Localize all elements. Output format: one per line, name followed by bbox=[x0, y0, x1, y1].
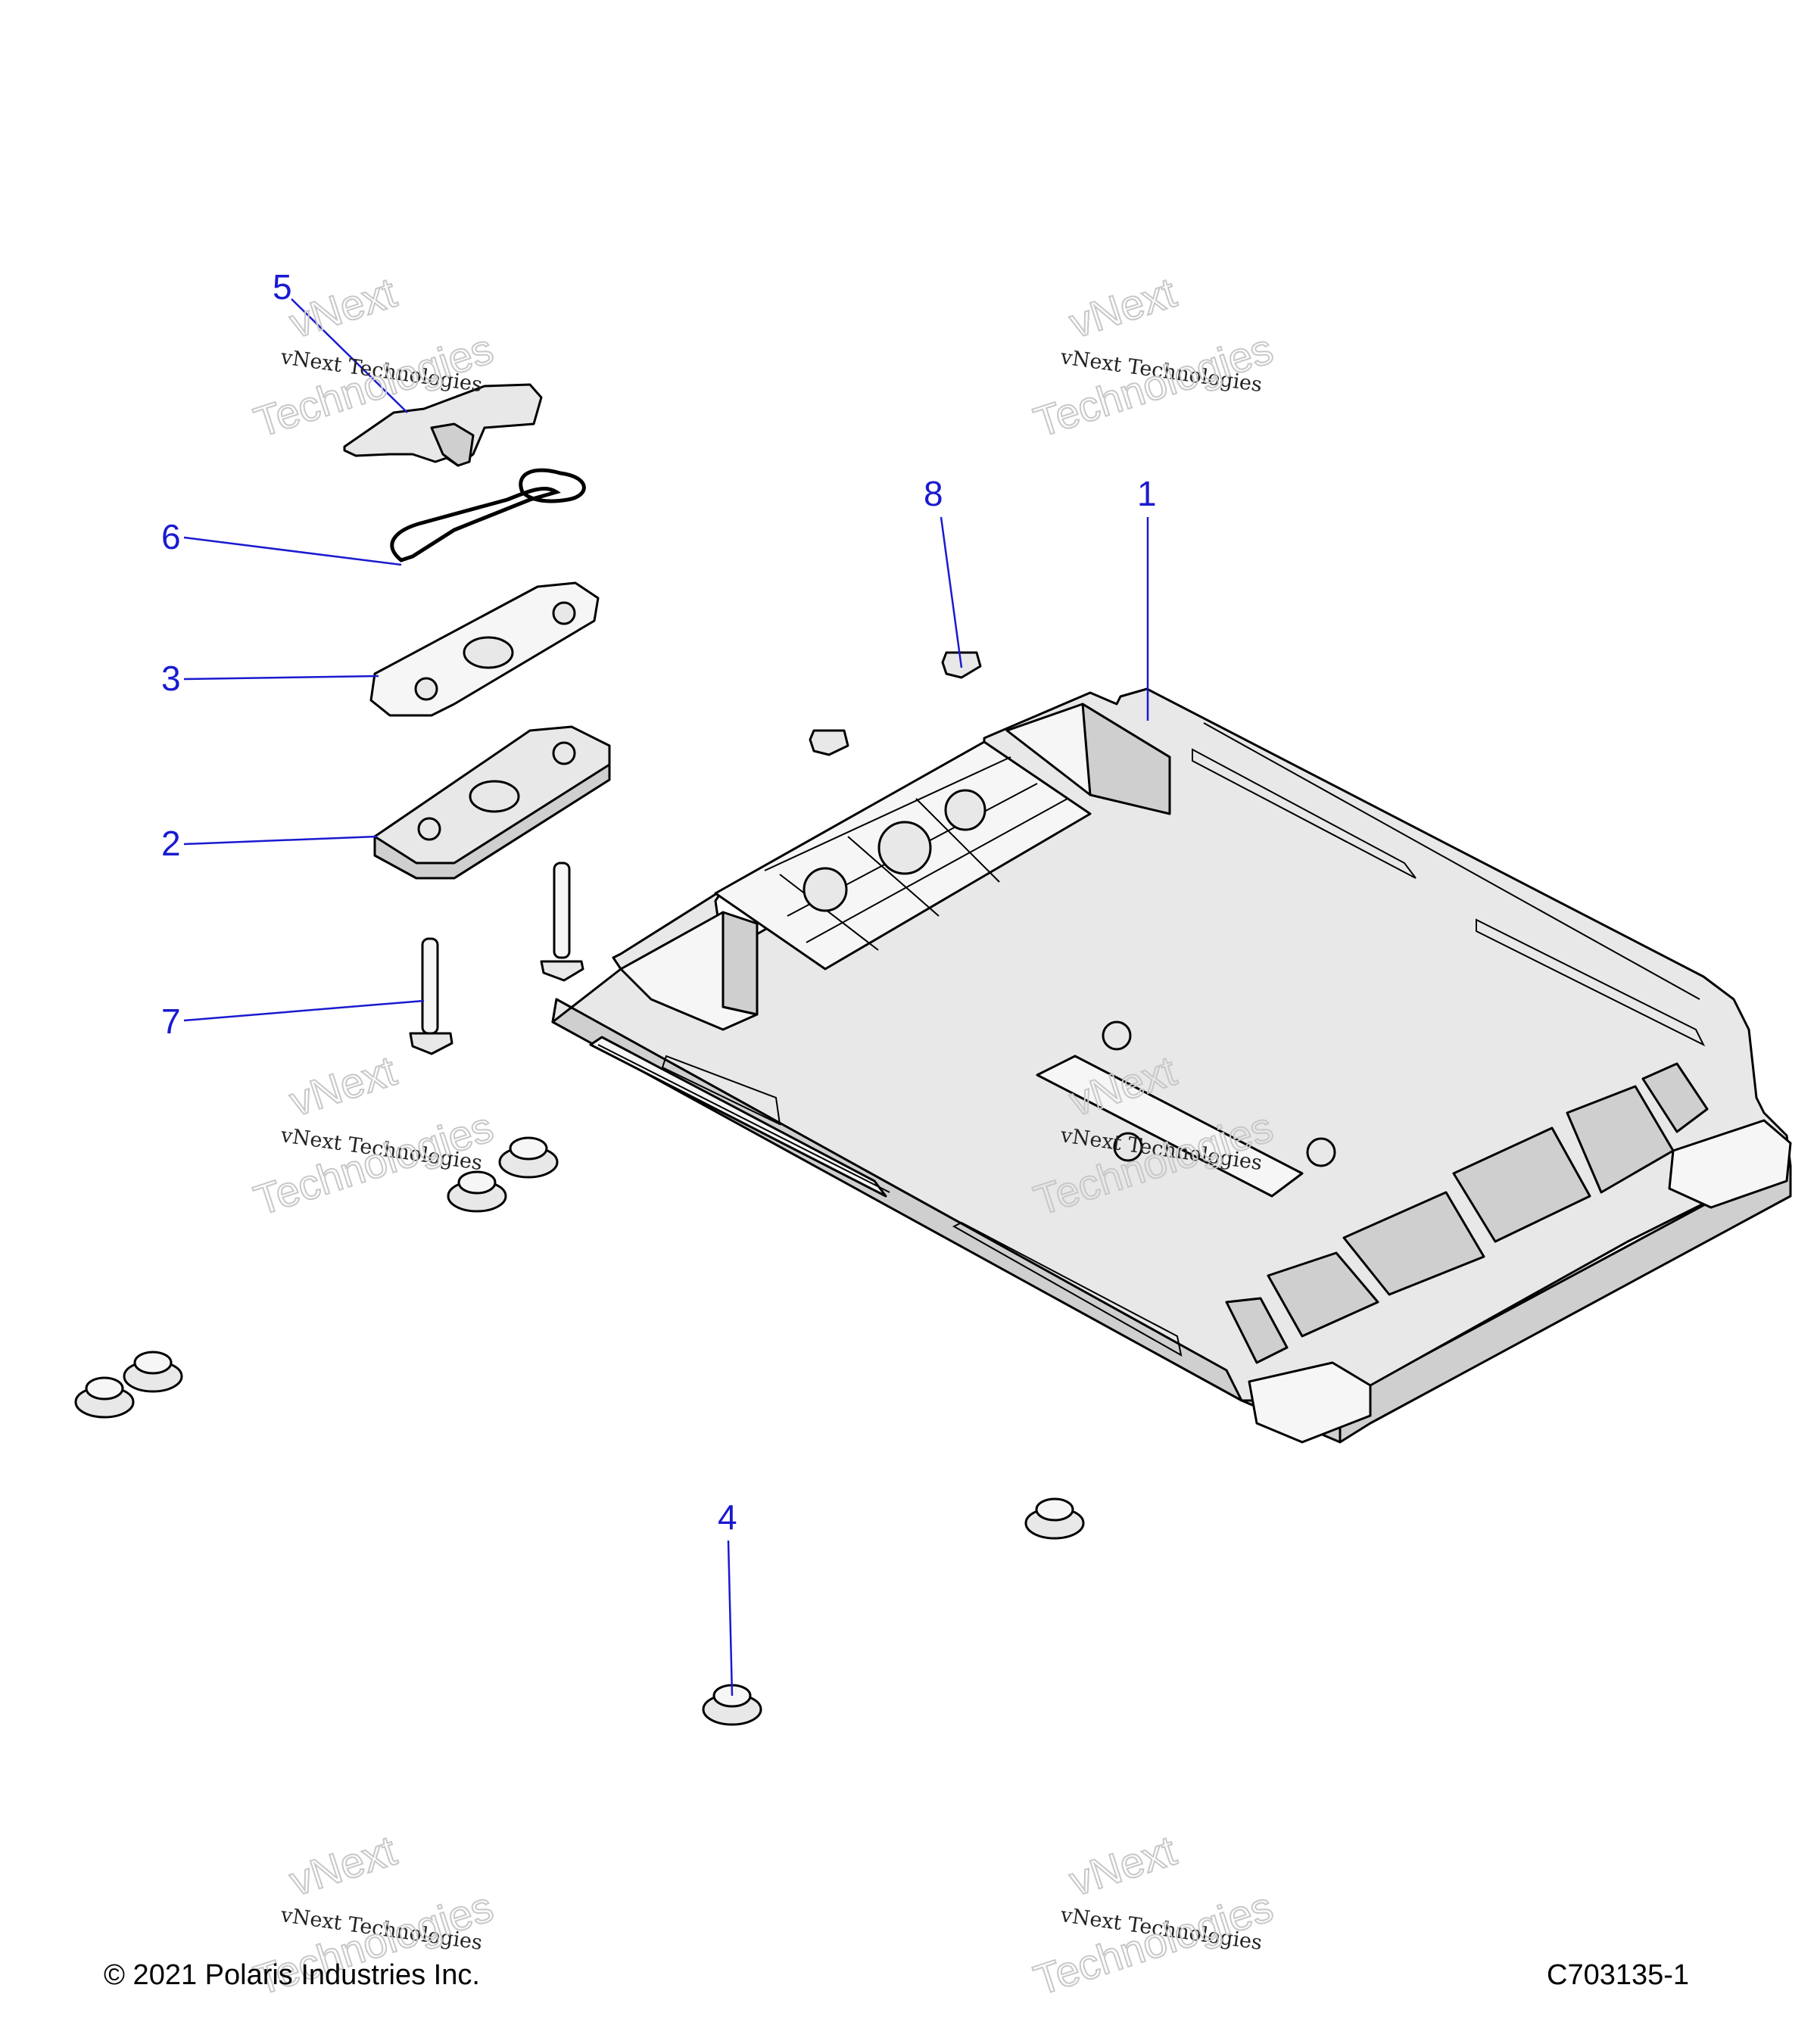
seat-base-tray bbox=[551, 687, 1792, 1444]
copyright-notice: © 2021 Polaris Industries Inc. bbox=[104, 1959, 480, 1991]
callout-5: 5 bbox=[273, 267, 408, 413]
callout-8: 8 bbox=[924, 474, 963, 668]
callout-6: 6 bbox=[161, 517, 402, 566]
bolt-1 bbox=[540, 862, 584, 982]
callout-label-5: 5 bbox=[273, 267, 292, 307]
watermark-6: vNext vNext Technologies Technologies bbox=[1027, 1825, 1279, 2005]
push-rivet-5 bbox=[1024, 1497, 1085, 1540]
bolt-2 bbox=[409, 937, 453, 1055]
plate-lower bbox=[373, 725, 611, 880]
callout-label-3: 3 bbox=[161, 659, 181, 698]
nut-2 bbox=[809, 729, 849, 756]
callout-7: 7 bbox=[161, 999, 425, 1041]
callout-3: 3 bbox=[161, 659, 379, 698]
callout-1: 1 bbox=[1137, 474, 1157, 721]
callout-label-4: 4 bbox=[718, 1497, 737, 1537]
callout-label-2: 2 bbox=[161, 824, 181, 863]
svg-text:vNext: vNext bbox=[1064, 268, 1182, 347]
push-rivet-4 bbox=[74, 1376, 135, 1419]
svg-text:vNext: vNext bbox=[284, 1826, 402, 1905]
spring-clip bbox=[390, 468, 586, 562]
callout-label-6: 6 bbox=[161, 517, 181, 556]
callout-4: 4 bbox=[718, 1497, 737, 1697]
plate-upper bbox=[369, 581, 600, 717]
svg-text:vNext: vNext bbox=[284, 268, 402, 347]
watermark-2: vNext vNext Technologies Technologies bbox=[1027, 267, 1279, 447]
callout-label-8: 8 bbox=[924, 474, 943, 513]
svg-text:vNext: vNext bbox=[284, 1046, 402, 1125]
push-rivet-3 bbox=[123, 1351, 183, 1393]
latch bbox=[343, 383, 543, 467]
push-rivet-1 bbox=[498, 1136, 559, 1179]
callout-label-1: 1 bbox=[1137, 474, 1157, 513]
callout-label-7: 7 bbox=[161, 1002, 181, 1041]
callout-2: 2 bbox=[161, 824, 378, 863]
drawing-number: C703135-1 bbox=[1547, 1959, 1690, 1991]
svg-text:vNext: vNext bbox=[1064, 1826, 1182, 1905]
push-rivet-2 bbox=[447, 1170, 507, 1213]
